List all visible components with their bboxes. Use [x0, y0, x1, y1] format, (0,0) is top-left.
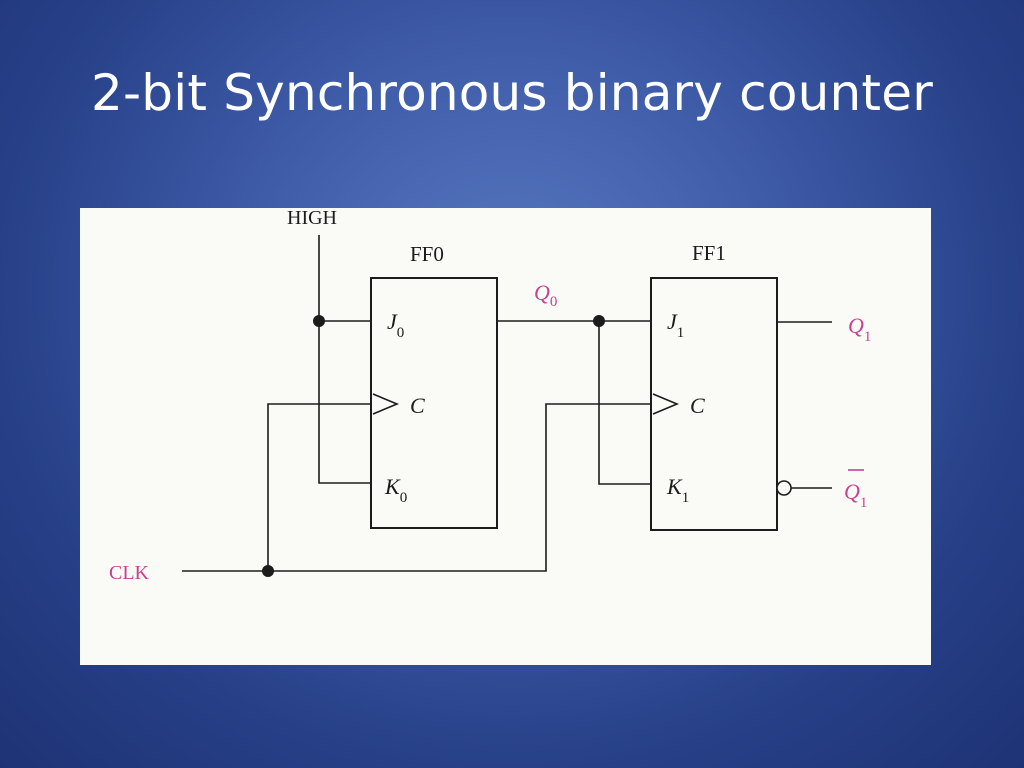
q0-label: Q0: [534, 280, 557, 310]
ff1-label: FF1: [692, 241, 726, 265]
ff1-box: [650, 277, 778, 531]
ff1-clock-triangle: [652, 393, 680, 415]
ff0-clock-triangle: [372, 393, 400, 415]
high-junction-dot: [313, 315, 325, 327]
ff1-j-label: J1: [667, 309, 684, 341]
slide-title: 2-bit Synchronous binary counter: [91, 64, 933, 122]
ff1-c-label: C: [690, 393, 705, 418]
ff0-c-label: C: [410, 393, 425, 418]
circuit-svg: HIGH FF0 J0 C K0 CLK Q0 FF1 J1 C K1 Q1: [109, 208, 871, 584]
ff0-j-label: J0: [387, 309, 404, 341]
ff1-k-label: K1: [666, 474, 689, 506]
clk-line: [182, 403, 651, 572]
high-label: HIGH: [287, 208, 337, 229]
q0-junction-dot: [593, 315, 605, 327]
clk-junction-dot: [262, 565, 274, 577]
high-line: [318, 235, 371, 484]
q1-bar-label: Q1: [844, 479, 867, 511]
ff0-label: FF0: [410, 242, 444, 266]
counter-circuit-diagram: HIGH FF0 J0 C K0 CLK Q0 FF1 J1 C K1 Q1: [80, 208, 931, 665]
ff0-k-label: K0: [384, 474, 407, 506]
inversion-bubble: [776, 480, 792, 496]
clk-to-ff0-wire: [267, 403, 371, 571]
clk-label: CLK: [109, 562, 150, 584]
ff0-box: [370, 277, 498, 529]
q0-to-k1-wire: [598, 321, 651, 485]
q1-label: Q1: [848, 313, 871, 345]
